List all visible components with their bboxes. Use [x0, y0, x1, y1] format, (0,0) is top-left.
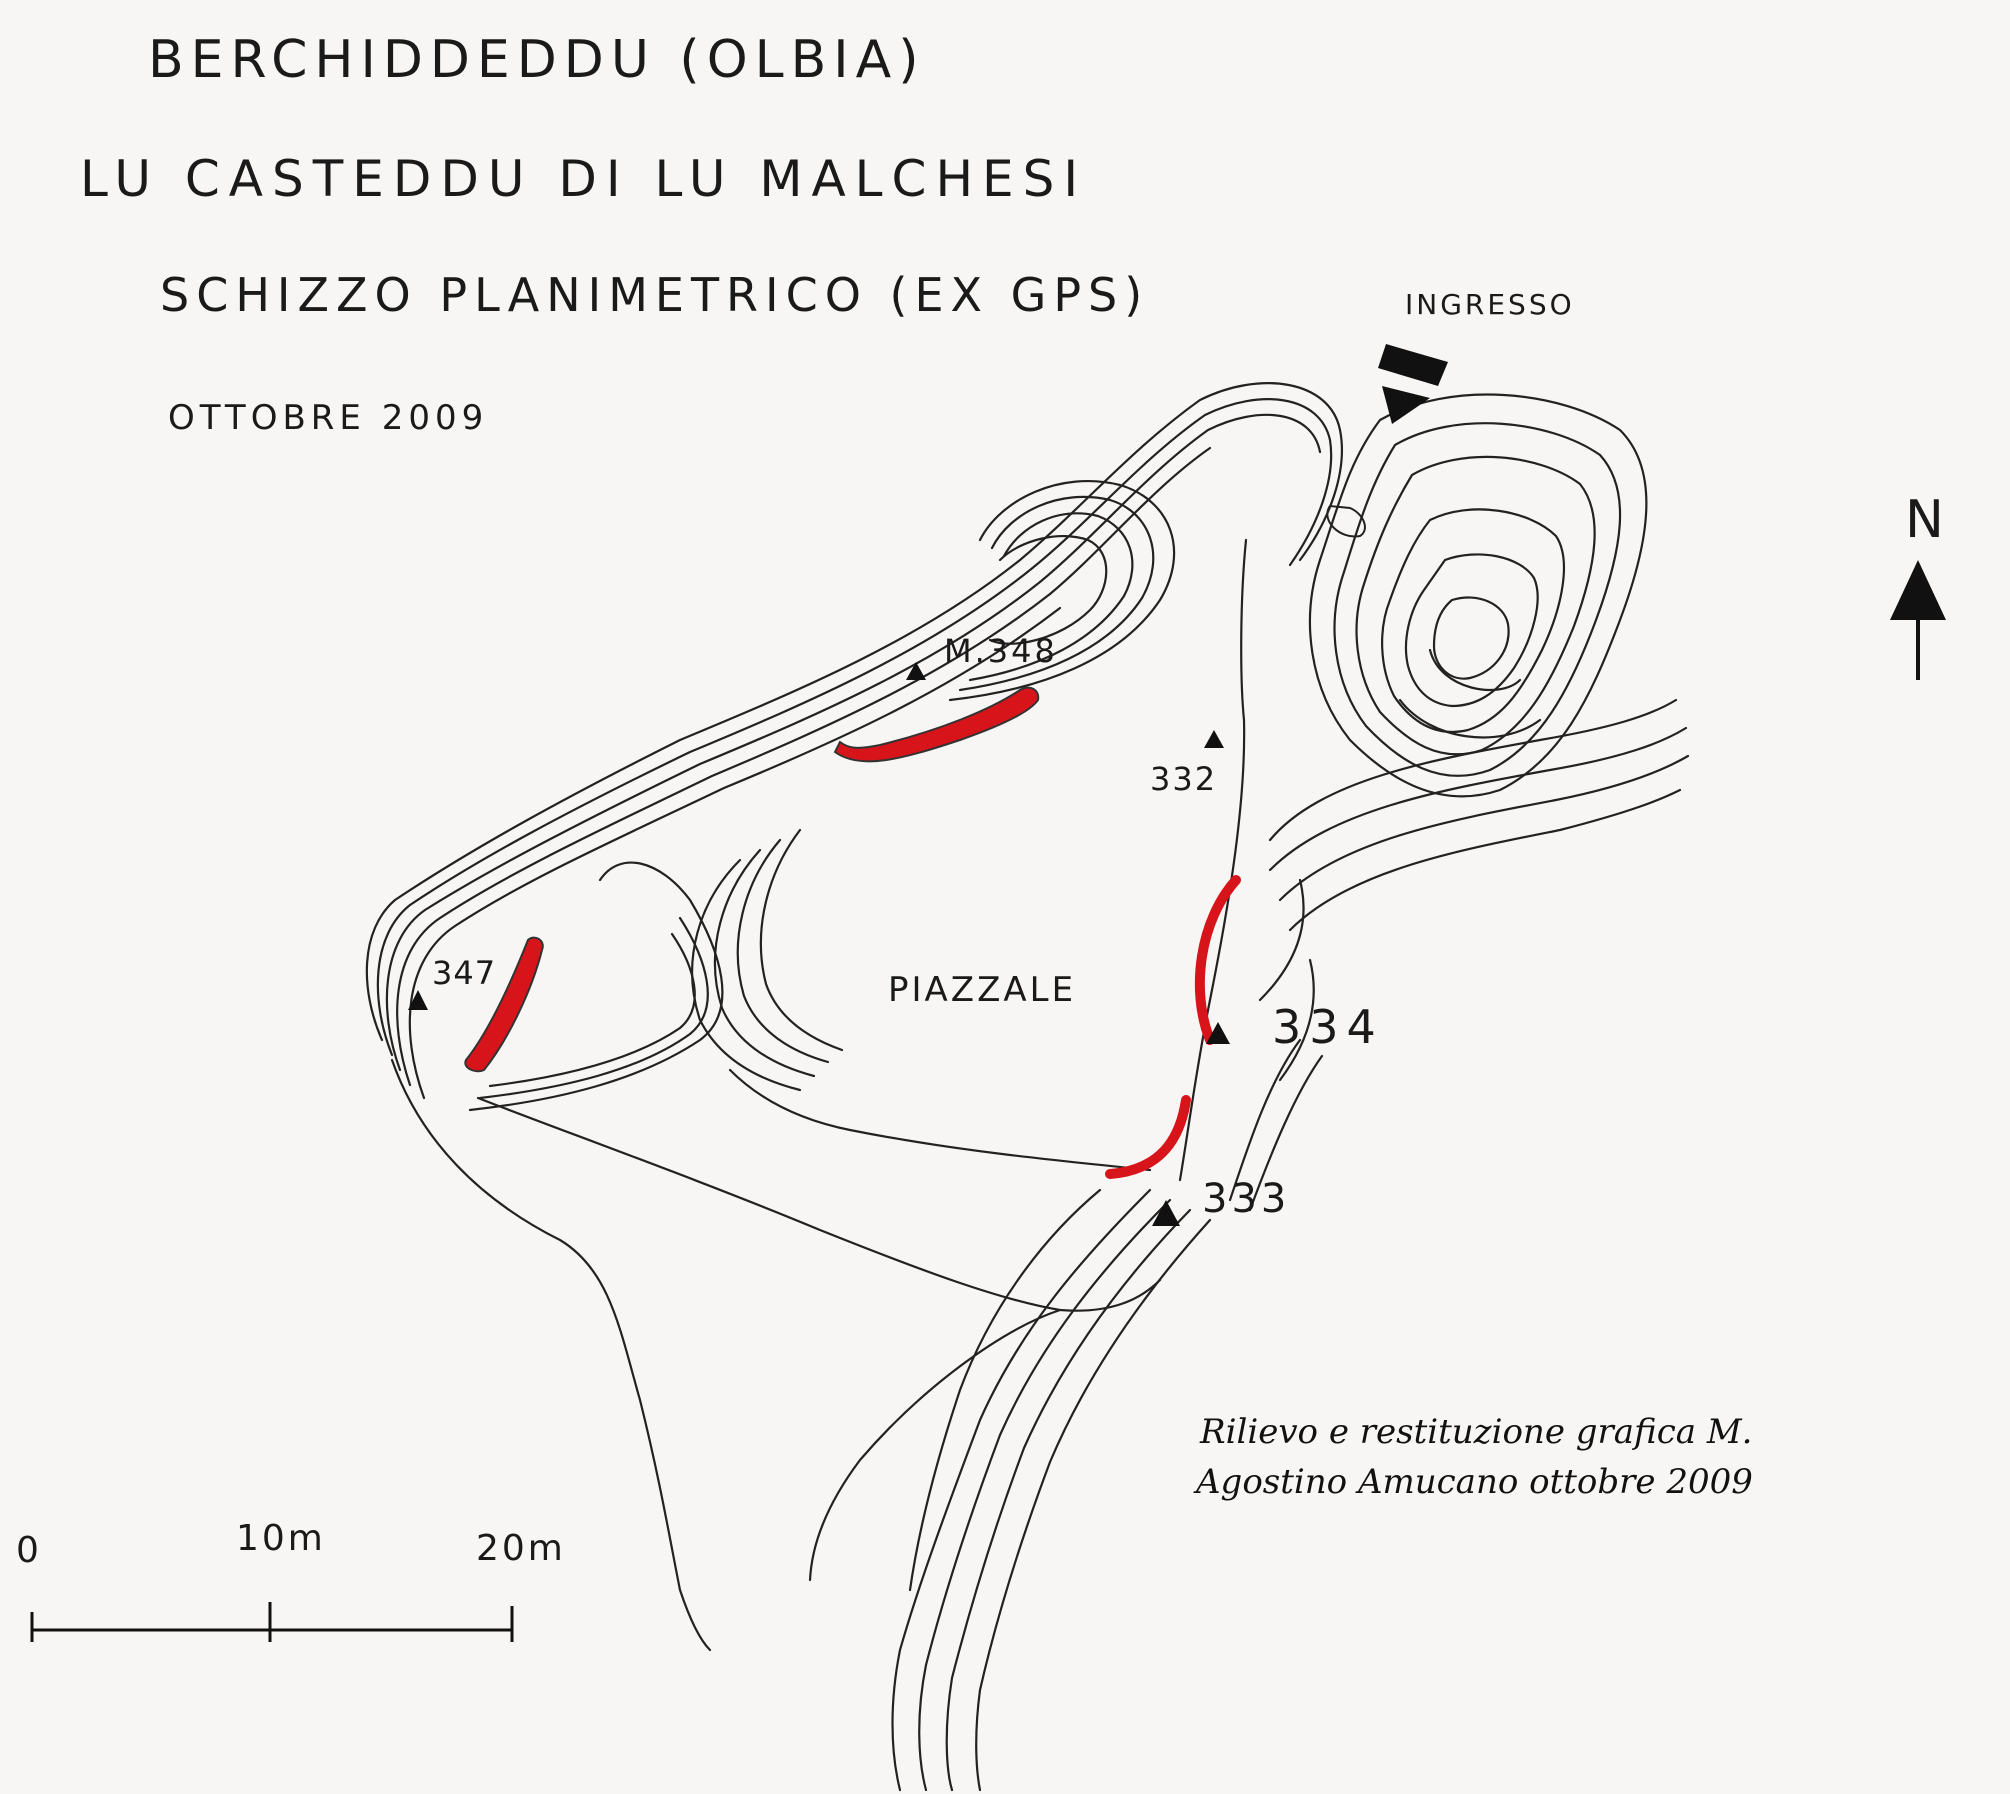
elevation-label: 347: [432, 954, 497, 992]
elevation-label: 333: [1202, 1176, 1291, 1222]
scale-bar: [30, 1602, 514, 1642]
credit-line: Agostino Amucano ottobre 2009: [1196, 1462, 1753, 1502]
map-date: OTTOBRE 2009: [168, 398, 489, 438]
survey-points: [408, 662, 1230, 1226]
survey-point-triangle-icon: [1206, 1022, 1230, 1044]
contour-lines: [365, 382, 1690, 1792]
survey-point-triangle-icon: [408, 990, 428, 1010]
wall-red-north: [833, 686, 1040, 763]
plaza-label: PIAZZALE: [888, 970, 1077, 1010]
map-title-type: SCHIZZO PLANIMETRICO (EX GPS): [160, 268, 1150, 322]
entrance-arrow-icon: [1326, 344, 1448, 538]
credit-line: Rilievo e restituzione grafica M.: [1200, 1412, 1753, 1452]
map-title-site: LU CASTEDDU DI LU MALCHESI: [80, 150, 1088, 208]
survey-point-triangle-icon: [1204, 730, 1224, 748]
north-arrow-icon: [1890, 560, 1946, 680]
survey-point-triangle-icon: [906, 662, 926, 680]
wall-red-west: [464, 936, 544, 1073]
elevation-label: M.348: [944, 632, 1058, 670]
map-title-location: BERCHIDDEDDU (OLBIA): [148, 30, 926, 90]
scale-label: 0: [16, 1530, 42, 1571]
wall-remains: [464, 686, 1241, 1179]
scale-label: 10m: [236, 1518, 326, 1559]
scale-label: 20m: [476, 1528, 566, 1569]
survey-point-triangle-icon: [1152, 1200, 1180, 1226]
wall-red-east: [1194, 875, 1241, 1045]
wall-red-southeast: [1105, 1095, 1191, 1179]
north-label: N: [1905, 490, 1944, 550]
entrance-label: INGRESSO: [1405, 288, 1575, 321]
elevation-label: 334: [1272, 1000, 1384, 1054]
elevation-label: 332: [1150, 760, 1218, 798]
